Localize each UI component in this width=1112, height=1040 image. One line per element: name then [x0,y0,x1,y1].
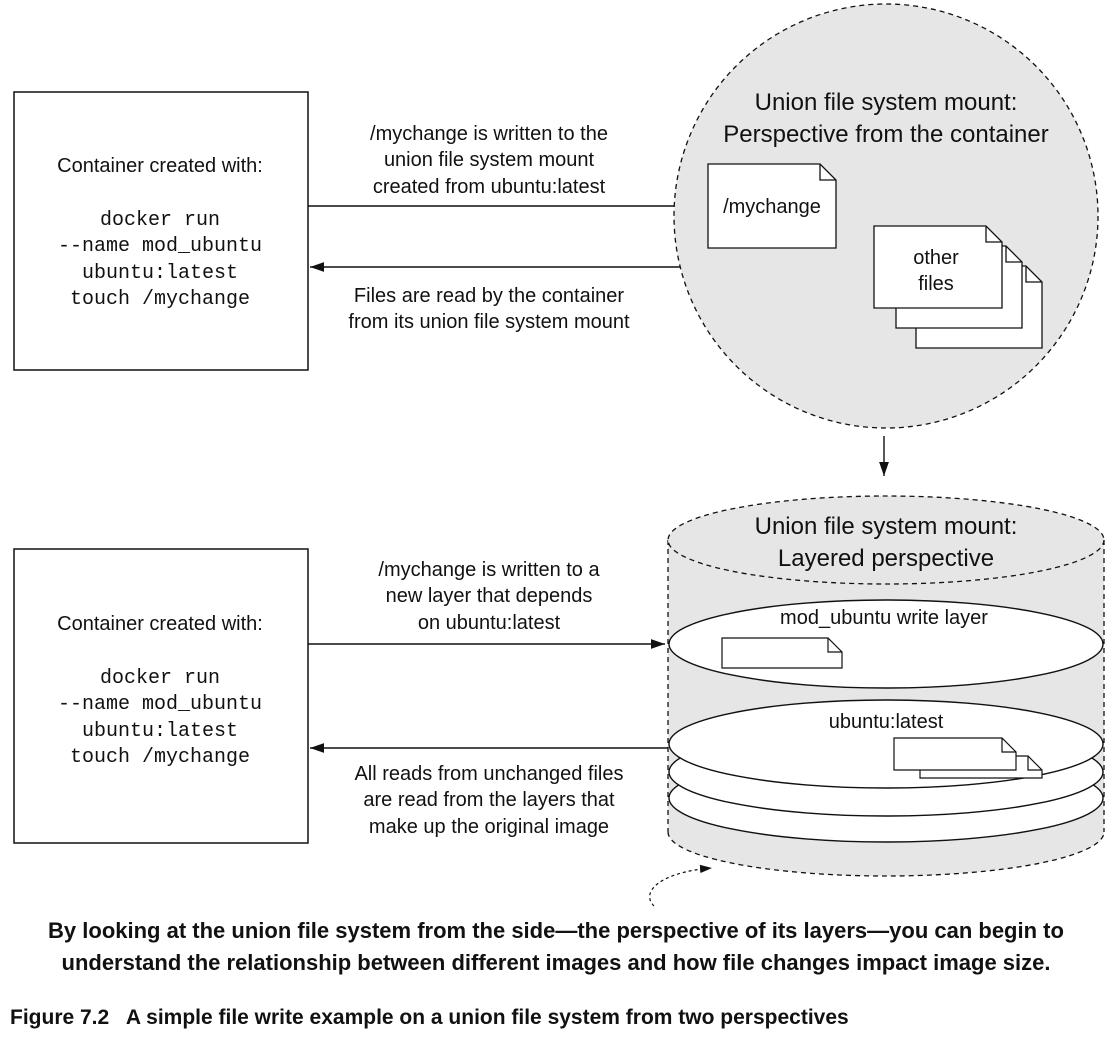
ubuntu-latest-label: ubuntu:latest [829,711,944,733]
top-write-text-2: union file system mount [384,149,595,171]
other-files-icon: other files [873,225,1043,349]
mod-ubuntu-write-layer: mod_ubuntu write layer [668,599,1104,689]
caption-line-1: By looking at the union file system from… [48,918,1064,943]
ubuntu-latest-layer: ubuntu:latest [668,699,1104,789]
caption-line-2: understand the relationship between diff… [62,950,1051,975]
cylinder-title-1: Union file system mount: [755,513,1018,540]
other-files-label-1: other [913,247,959,269]
other-files-label-2: files [918,273,954,295]
top-write-text-1: /mychange is written to the [370,123,608,145]
bottom-box-title: Container created with: [57,613,263,635]
circle-title-1: Union file system mount: [755,89,1018,116]
write-layer-label: mod_ubuntu write layer [780,607,988,629]
top-command-line-1: docker run [100,209,220,232]
top-write-text-3: created from ubuntu:latest [373,176,606,198]
top-command-line-2: --name mod_ubuntu [58,235,262,258]
top-command-line-4: touch /mychange [70,288,250,311]
bottom-command-line-1: docker run [100,667,220,690]
bottom-write-text-3: on ubuntu:latest [418,612,561,634]
top-container-box: Container created with: docker run --nam… [13,91,309,371]
layer-file-icon-front [893,737,1017,771]
bottom-container-box: Container created with: docker run --nam… [13,548,309,844]
mychange-file-icon: /mychange [707,163,837,249]
write-layer-file-icon [721,637,843,669]
top-read-text-1: Files are read by the container [354,285,624,307]
circle-title-2: Perspective from the container [723,121,1049,148]
bottom-command-line-4: touch /mychange [70,746,250,769]
top-box-title: Container created with: [57,155,263,177]
top-read-text-2: from its union file system mount [348,311,630,333]
bottom-read-text-2: are read from the layers that [363,789,615,811]
caption-pointer-arrow [649,864,713,907]
bottom-write-text-2: new layer that depends [386,585,593,607]
mychange-file-label: /mychange [723,196,821,218]
figure-caption: Figure 7.2 A simple file write example o… [10,1006,849,1029]
cylinder-title-2: Layered perspective [778,545,994,572]
bottom-command-line-3: ubuntu:latest [82,720,238,743]
bottom-write-text-1: /mychange is written to a [378,559,600,581]
bottom-read-text-1: All reads from unchanged files [354,763,623,785]
bottom-read-text-3: make up the original image [369,816,609,838]
top-command-line-3: ubuntu:latest [82,262,238,285]
bottom-command-line-2: --name mod_ubuntu [58,693,262,716]
